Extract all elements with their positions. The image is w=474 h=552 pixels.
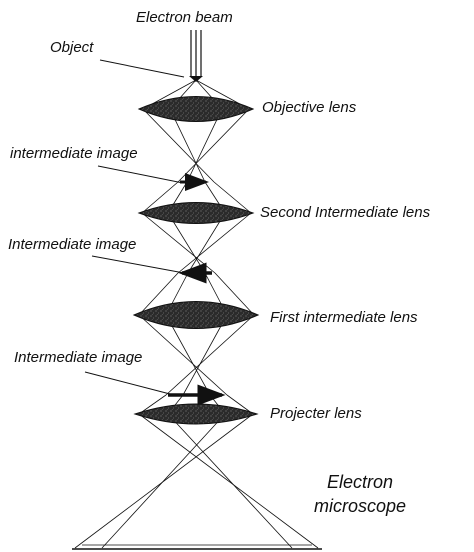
objective-lens <box>137 96 255 122</box>
second-intermediate-lens <box>137 202 255 224</box>
objective-lens-label: Objective lens <box>262 99 357 116</box>
intermediate-image-1-label: intermediate image <box>10 145 138 162</box>
first-intermediate-lens <box>132 301 260 329</box>
projecter-lens-label: Projecter lens <box>270 405 362 422</box>
label-pointer-lines <box>84 165 185 395</box>
intermediate-image-3-label: Intermediate image <box>14 349 143 366</box>
electron-beam-label: Electron beam <box>136 9 233 26</box>
electron-beam <box>190 30 202 76</box>
object-label: Object <box>50 39 94 56</box>
second-intermediate-lens-label: Second Intermediate lens <box>260 204 431 221</box>
object-specimen <box>189 76 203 82</box>
final-image-screen <box>72 544 322 550</box>
projecter-lens <box>133 403 259 425</box>
electron-microscope-label-line2: microscope <box>313 496 407 516</box>
first-intermediate-lens-label: First intermediate lens <box>270 309 418 326</box>
object-pointer-line <box>99 59 185 78</box>
electron-microscope-label-line1: Electron <box>326 472 394 492</box>
intermediate-image-2-label: Intermediate image <box>8 236 137 253</box>
